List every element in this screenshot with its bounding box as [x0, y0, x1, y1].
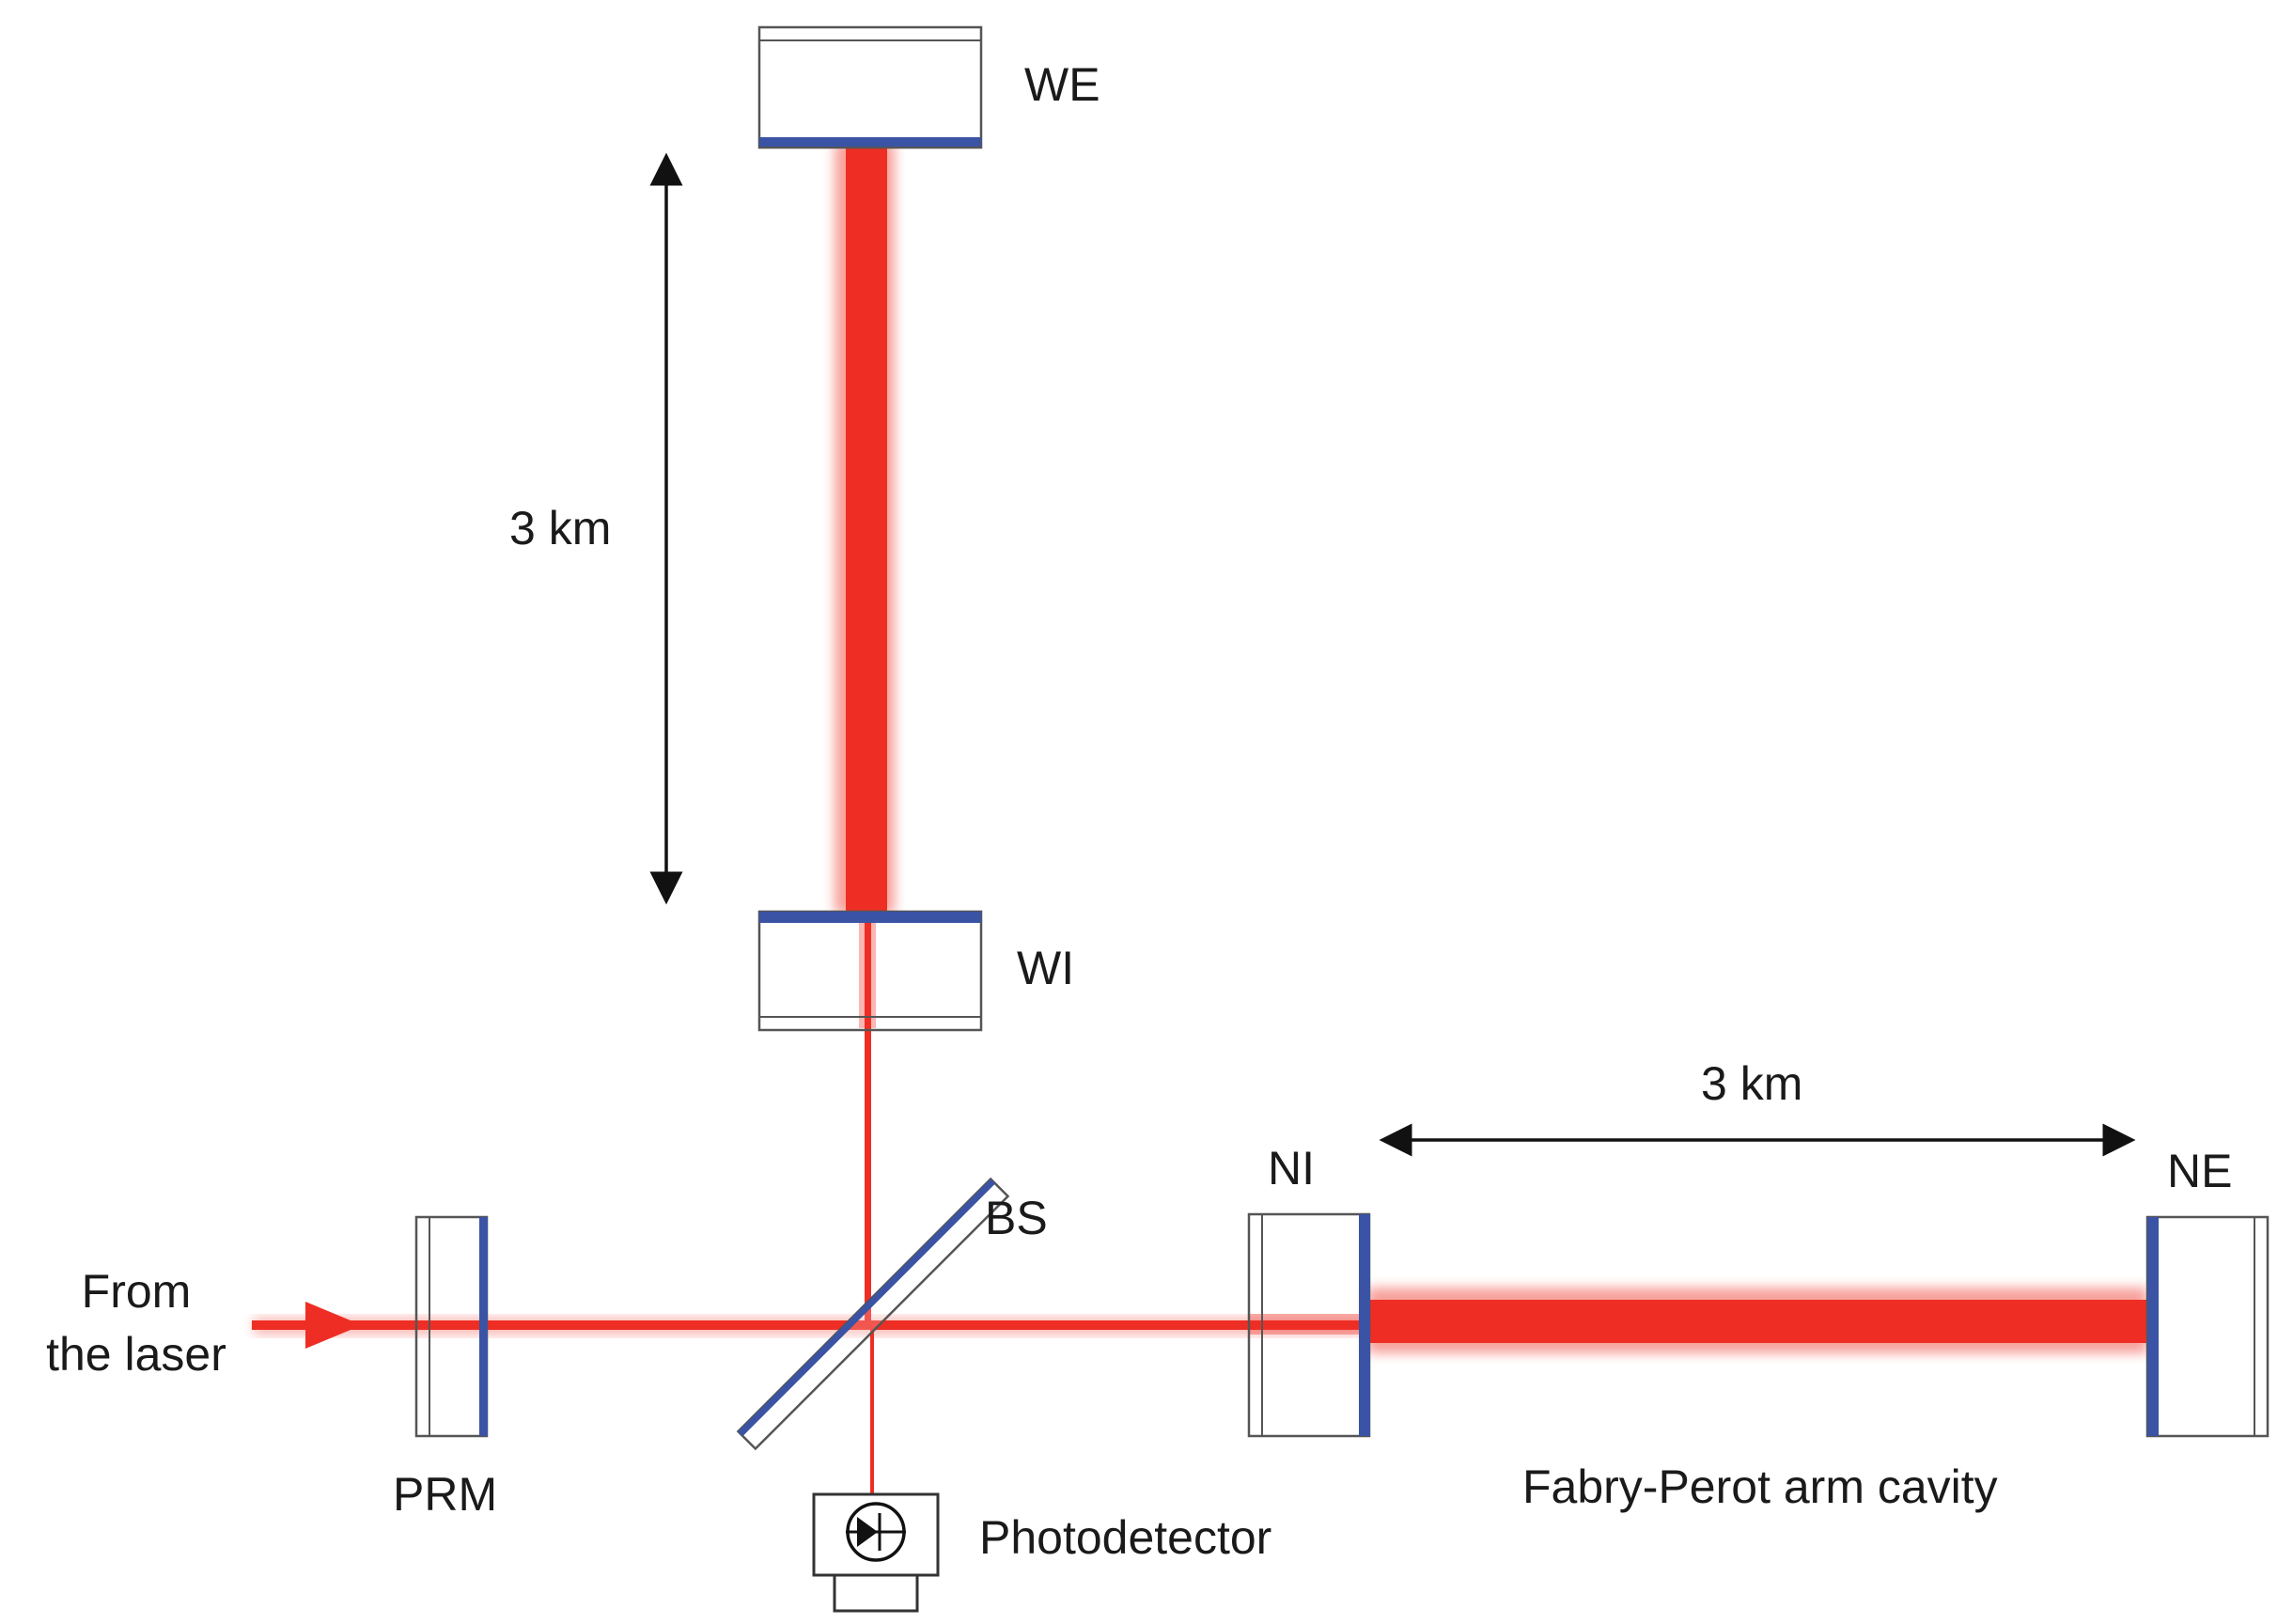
label-dist-vertical: 3 km — [509, 502, 612, 554]
beam-ni-substrate — [1250, 1314, 1363, 1335]
label-laser-line1: From — [81, 1265, 192, 1318]
west-arm-beam — [846, 143, 887, 914]
label-laser-line2: the laser — [46, 1328, 226, 1381]
laser-arrow-icon — [305, 1302, 362, 1349]
beam-splitter-coating — [738, 1179, 996, 1437]
mirror-ne — [2145, 1215, 2270, 1438]
label-cavity: Fabry-Perot arm cavity — [1522, 1460, 1998, 1513]
label-we: WE — [1024, 58, 1100, 111]
mirror-prm — [414, 1215, 489, 1438]
beam-wi-to-bs — [865, 921, 871, 1320]
label-wi: WI — [1017, 942, 1075, 994]
beam-wi-substrate — [859, 919, 876, 1028]
label-photodetector: Photodetector — [979, 1511, 1272, 1564]
mirror-wi-coating — [759, 912, 981, 923]
beam-bs-to-photodetector — [870, 1325, 874, 1494]
mirror-we-coating — [759, 137, 981, 147]
north-arm-beam — [1367, 1300, 2147, 1343]
mirror-ne-coating — [2147, 1217, 2159, 1436]
input-beam — [252, 1320, 1365, 1330]
beam-splitter — [736, 1177, 1010, 1451]
label-prm: PRM — [393, 1468, 498, 1521]
photodetector — [812, 1492, 940, 1613]
mirror-ni-coating — [1359, 1214, 1370, 1436]
mirror-wi — [757, 910, 983, 1032]
label-bs: BS — [985, 1192, 1048, 1244]
label-dist-horizontal: 3 km — [1701, 1057, 1803, 1110]
mirror-ni — [1247, 1212, 1371, 1438]
mirror-prm-coating — [479, 1217, 488, 1436]
beams — [252, 143, 2147, 1494]
label-ne: NE — [2167, 1145, 2233, 1197]
mirror-we — [757, 25, 983, 149]
label-ni: NI — [1268, 1142, 1315, 1195]
